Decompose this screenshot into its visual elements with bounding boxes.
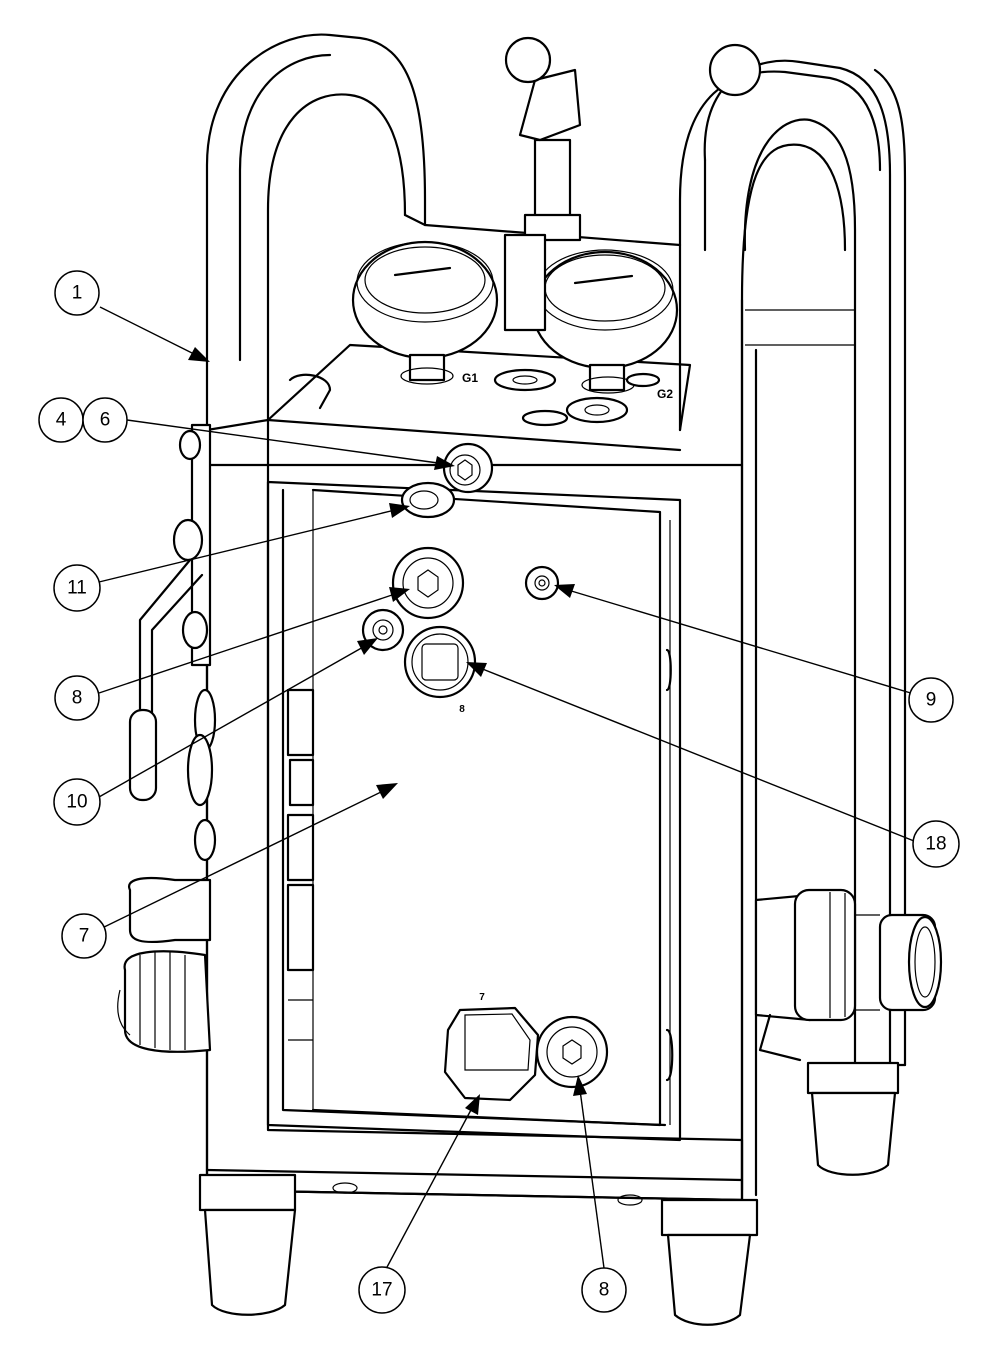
svg-text:6: 6 xyxy=(100,410,111,431)
engraving-g1: G1 xyxy=(462,371,478,385)
valve-lever xyxy=(503,36,762,332)
svg-text:8: 8 xyxy=(599,1280,610,1301)
svg-text:1: 1 xyxy=(72,283,83,304)
plug-8-upper xyxy=(391,546,465,620)
svg-text:9: 9 xyxy=(926,690,937,711)
svg-text:10: 10 xyxy=(66,792,87,813)
callout-8-upper: 8 xyxy=(54,675,100,721)
callout-18: 18 xyxy=(912,820,960,868)
feet xyxy=(198,1061,900,1326)
callout-8-lower: 8 xyxy=(581,1267,627,1313)
foot-rear-right xyxy=(806,1061,900,1176)
hex-plug-18 xyxy=(403,625,477,699)
callout-4: 4 xyxy=(38,397,84,443)
callout-7: 7 xyxy=(61,913,107,959)
foot-front-left xyxy=(198,1173,297,1316)
svg-text:8: 8 xyxy=(72,688,83,709)
leader-lines xyxy=(95,306,915,1270)
svg-text:17: 17 xyxy=(371,1280,392,1301)
callout-1: 1 xyxy=(54,270,100,316)
callout-9: 9 xyxy=(908,677,954,723)
callout-6: 6 xyxy=(82,397,128,443)
front-ports: 8 7 xyxy=(361,442,609,1102)
svg-text:18: 18 xyxy=(925,834,946,855)
pressure-gauge-g2 xyxy=(531,249,679,394)
engraving-g2: G2 xyxy=(657,387,673,401)
foot-front-right xyxy=(660,1198,759,1326)
cap-screw-top xyxy=(442,442,494,494)
engraving-port-8: 8 xyxy=(459,704,465,715)
gauge-tray: G1 G2 xyxy=(266,36,762,432)
callout-10: 10 xyxy=(53,778,101,826)
cap-screw-8-lower xyxy=(535,1015,609,1089)
svg-text:7: 7 xyxy=(79,926,90,947)
quick-coupler-left xyxy=(117,876,212,1053)
hex-plug-17 xyxy=(443,1006,540,1102)
rear-frame xyxy=(703,59,907,1067)
svg-text:11: 11 xyxy=(67,578,87,599)
pressure-gauge-g1 xyxy=(351,240,499,385)
callout-17: 17 xyxy=(358,1266,406,1314)
callout-11: 11 xyxy=(53,564,101,612)
quick-coupler-right xyxy=(754,888,943,1062)
engraving-port-7: 7 xyxy=(479,992,485,1003)
svg-text:4: 4 xyxy=(56,410,67,431)
left-side-assemblies xyxy=(117,423,315,1053)
